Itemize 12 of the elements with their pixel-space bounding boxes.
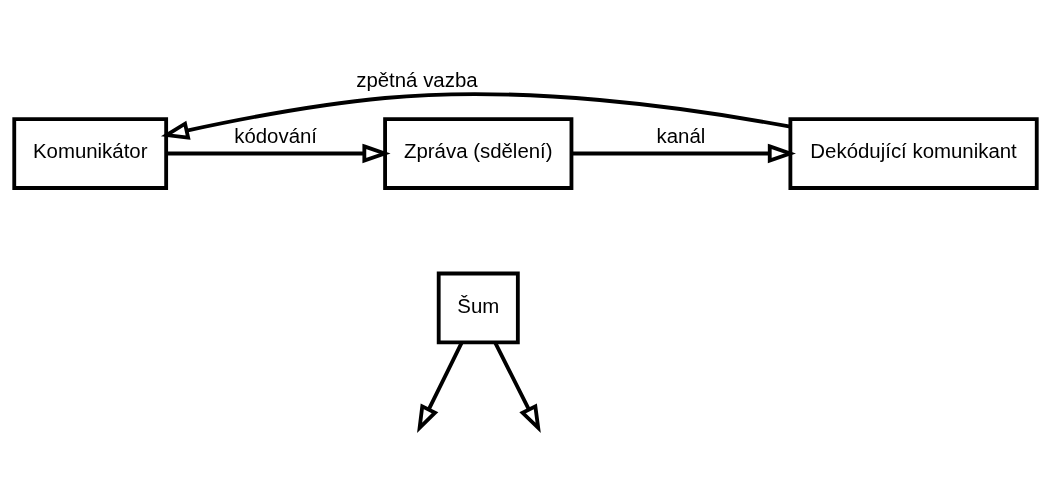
- node-box: Šum: [436, 271, 520, 344]
- edge-label: zpětná vazba: [356, 68, 478, 91]
- arrow: [166, 143, 391, 163]
- edge-label: kódování: [234, 124, 318, 147]
- arrow: [571, 143, 796, 163]
- node-box: Komunikátor: [12, 116, 169, 190]
- node-box: Zpráva (sdělení): [383, 116, 574, 190]
- arrow: [160, 91, 791, 140]
- edge-label: kanál: [656, 124, 706, 147]
- node-box: Dekódující komunikant: [788, 116, 1039, 190]
- arrow: [493, 341, 541, 433]
- arrow: [417, 341, 464, 433]
